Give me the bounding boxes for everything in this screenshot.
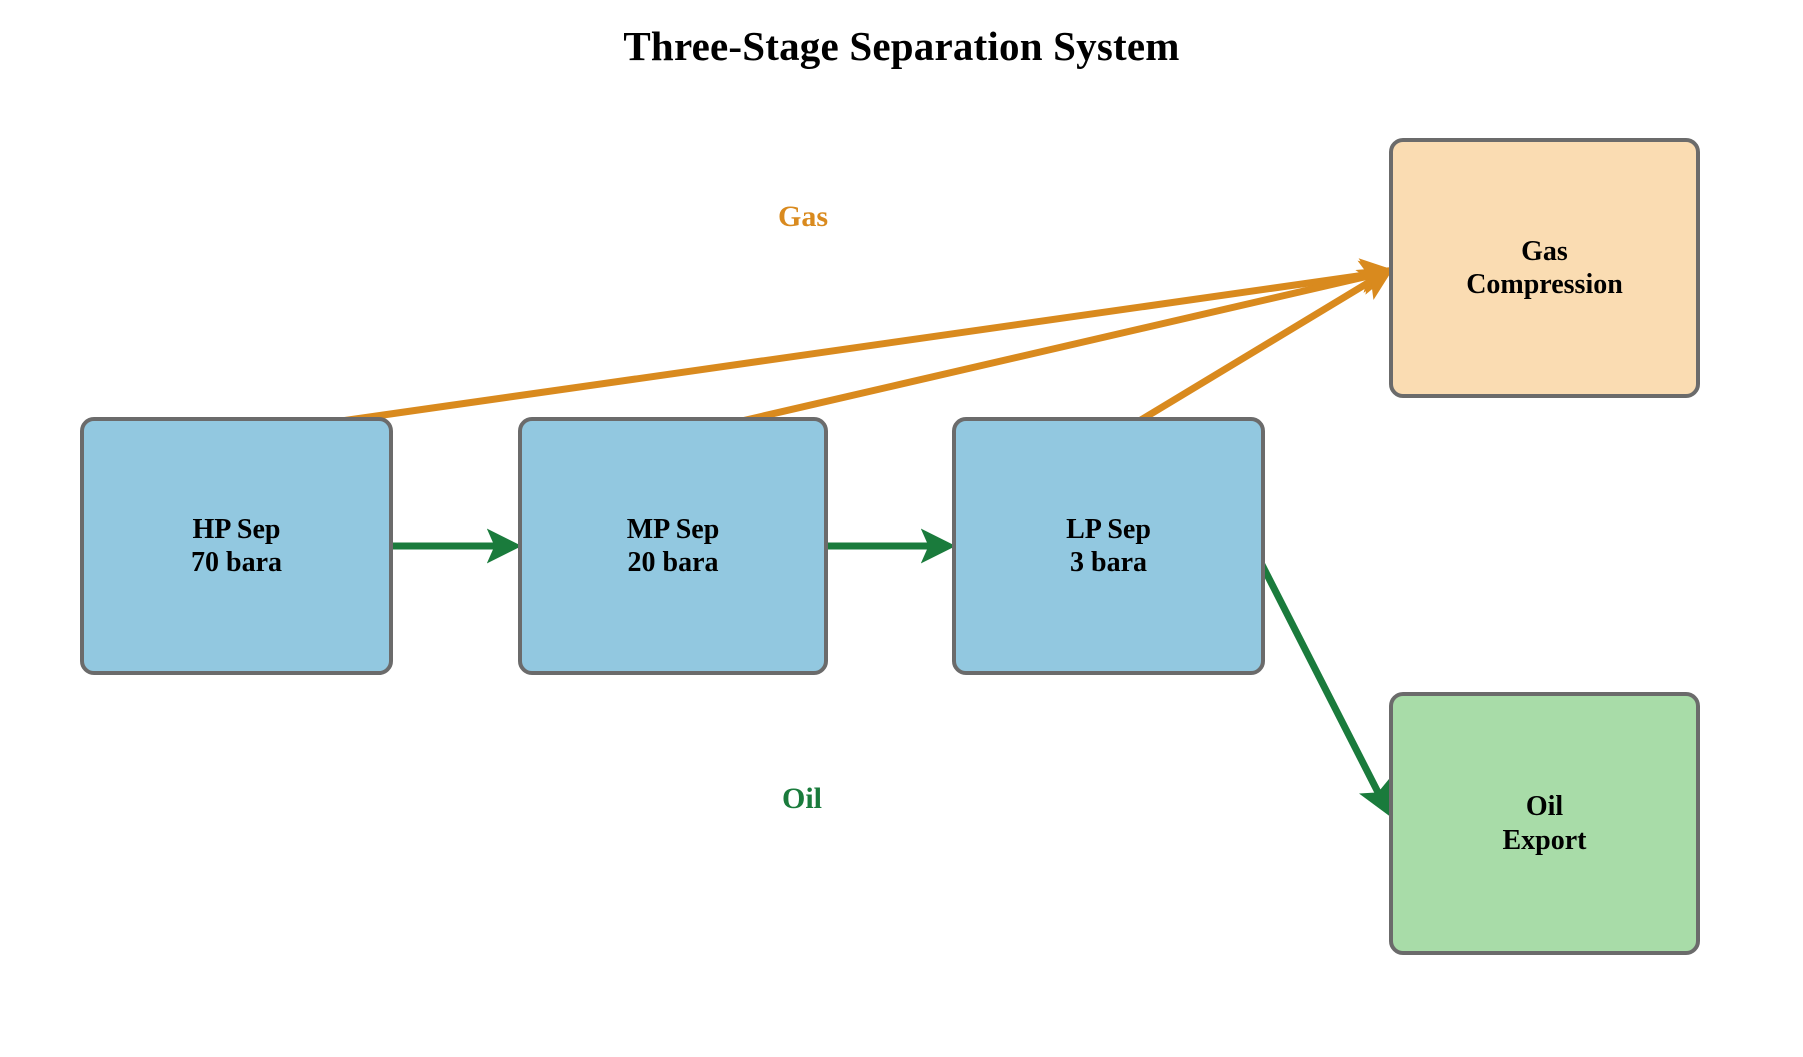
node-gas-compression[interactable]: Gas Compression: [1389, 138, 1700, 398]
node-lp-sep[interactable]: LP Sep 3 bara: [952, 417, 1265, 675]
node-oil-export[interactable]: Oil Export: [1389, 692, 1700, 955]
stream-label-gas: Gas: [778, 200, 829, 233]
node-hp-sep[interactable]: HP Sep 70 bara: [80, 417, 393, 675]
edge-lp-sep-to-oil-export: [1252, 551, 1391, 817]
node-lp-sep-label: LP Sep 3 bara: [1066, 513, 1151, 578]
node-gas-compression-label: Gas Compression: [1466, 235, 1623, 300]
node-mp-sep-label: MP Sep 20 bara: [626, 513, 720, 578]
edge-mp-sep-to-gas-compression: [680, 260, 1396, 439]
node-oil-export-label: Oil Export: [1502, 791, 1587, 856]
page-title: Three-Stage Separation System: [623, 23, 1180, 69]
stream-label-oil: Oil: [782, 782, 823, 815]
edge-hp-sep-to-gas-compression: [242, 258, 1396, 439]
node-hp-sep-label: HP Sep 70 bara: [191, 513, 282, 578]
edge-lp-sep-to-gas-compression: [1114, 266, 1395, 438]
node-mp-sep[interactable]: MP Sep 20 bara: [518, 417, 828, 675]
